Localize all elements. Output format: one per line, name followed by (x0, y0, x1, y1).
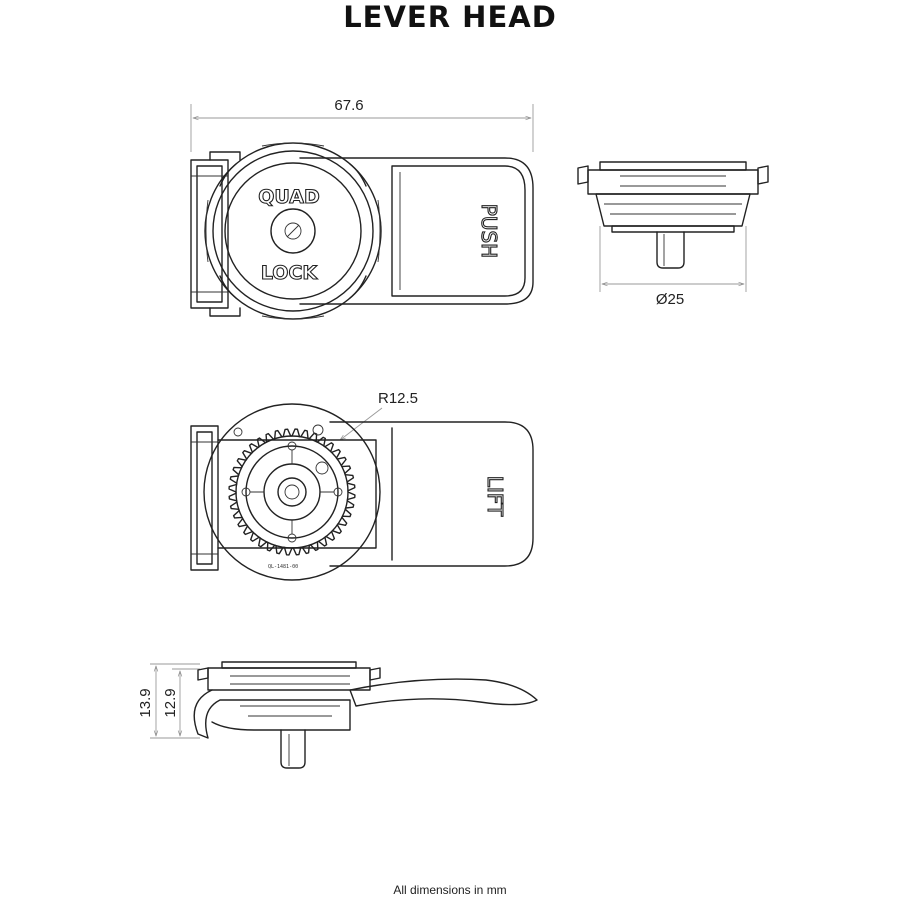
height-total-label: 13.9 (137, 688, 154, 717)
mount-disc: QUAD LOCK (204, 142, 382, 320)
diameter-label: Ø25 (656, 291, 684, 308)
drawing-title: LEVER HEAD (343, 0, 557, 34)
top-view: 67.6 PUSH (190, 97, 534, 320)
part-number: QL-1481-00 (268, 564, 298, 570)
diameter-dimension: Ø25 (599, 226, 747, 308)
units-note: All dimensions in mm (393, 883, 507, 897)
height-dimensions: 13.9 12.9 (137, 663, 200, 739)
push-label: PUSH (477, 204, 501, 258)
brand-quad: QUAD (258, 186, 319, 208)
side-view: Ø25 (577, 161, 769, 308)
length-dimension: 67.6 (190, 97, 534, 152)
base-plate (190, 151, 241, 317)
lever-arm: PUSH (299, 157, 534, 305)
gear-tooth-outline (228, 428, 356, 556)
brand-lock: LOCK (261, 262, 319, 284)
lift-label: LIFT (483, 476, 507, 517)
height-body-label: 12.9 (162, 688, 179, 717)
profile-view: 13.9 12.9 (137, 661, 538, 769)
length-label: 67.6 (334, 97, 363, 114)
radius-label: R12.5 (378, 390, 418, 407)
bottom-view: R12.5 LIFT QL-1481-00 (190, 390, 534, 581)
gear-teeth (228, 428, 356, 556)
